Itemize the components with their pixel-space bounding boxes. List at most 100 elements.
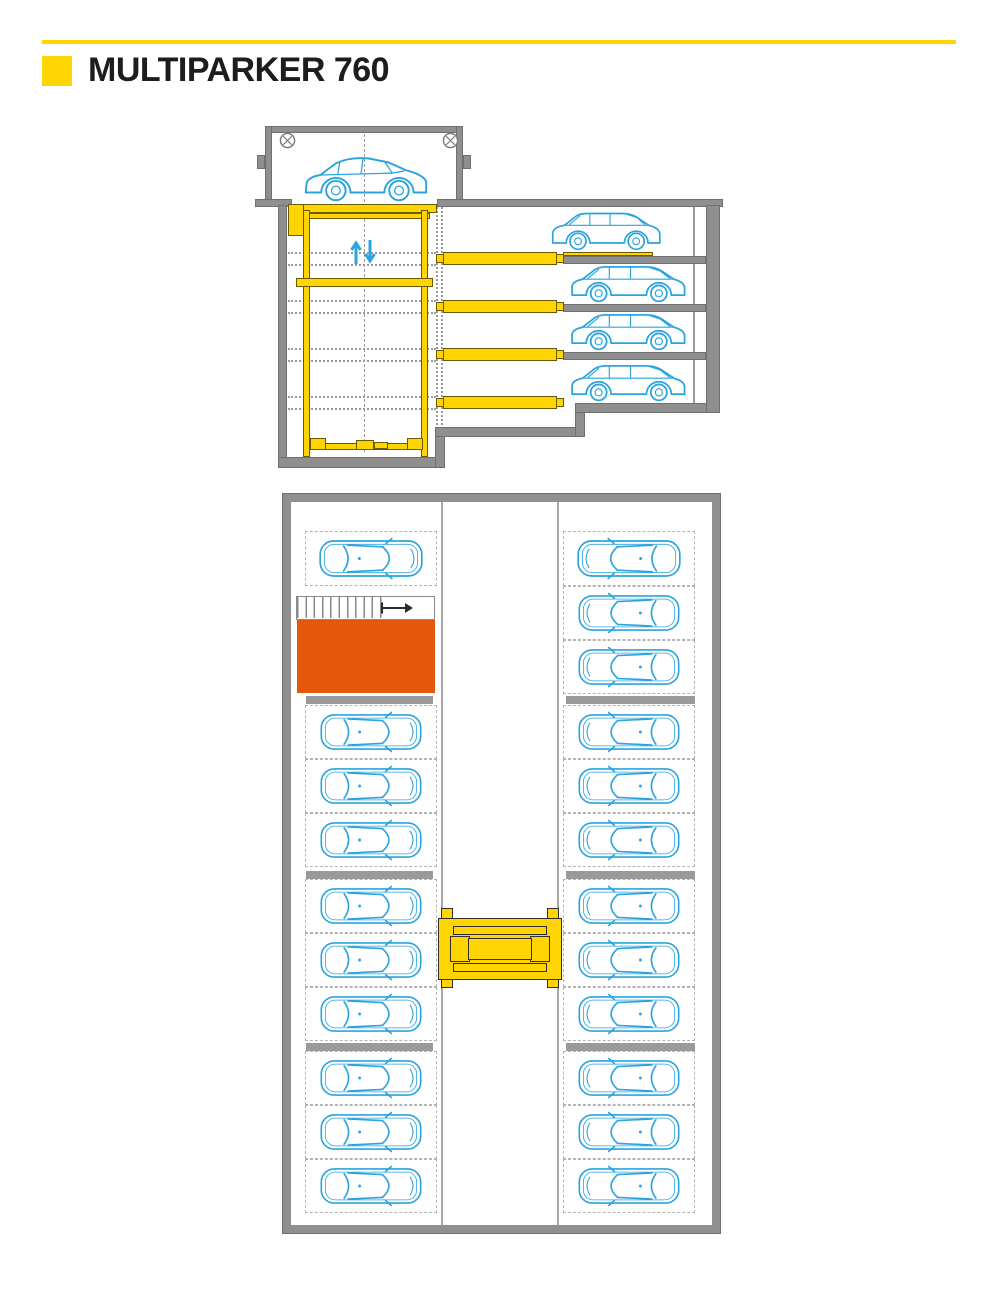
staircase-arrow-icon	[381, 602, 413, 614]
car-top-icon	[309, 536, 433, 581]
pallet-end-cap	[556, 350, 564, 359]
ground-slab	[437, 199, 723, 207]
lift-base-block	[374, 442, 388, 449]
car-side-icon	[565, 258, 689, 304]
transfer-pallet	[443, 396, 557, 409]
cabin-left-wall	[265, 126, 272, 203]
transfer-pallet	[443, 300, 557, 313]
car-top-icon	[567, 1056, 691, 1100]
right-wall	[706, 205, 720, 413]
parking-stall	[563, 987, 695, 1041]
parking-stall	[563, 586, 695, 640]
stall-divider-bar	[306, 1043, 433, 1051]
pallet-end-cap	[556, 302, 564, 311]
car-top-icon	[309, 938, 433, 982]
parking-stall	[563, 813, 695, 867]
cabin-left-tab	[257, 155, 265, 169]
level-guide-line	[288, 252, 436, 254]
cabin-right-tab	[463, 155, 471, 169]
stair-landing	[297, 620, 435, 693]
parking-stall	[305, 531, 437, 586]
stall-divider-bar	[306, 871, 433, 879]
car-top-icon	[567, 710, 691, 754]
level-guide-line	[288, 396, 436, 398]
center-line	[364, 134, 365, 452]
parking-stall	[563, 759, 695, 813]
lift-top-beam	[292, 204, 437, 213]
lift-column	[421, 210, 428, 457]
car-side-icon	[565, 357, 689, 403]
pallet-end-cap	[556, 254, 564, 263]
pit-left-wall	[278, 205, 287, 468]
car-top-icon	[309, 884, 433, 928]
car-top-icon	[309, 1110, 433, 1154]
parking-stall	[305, 933, 437, 987]
pallet-end-cap	[436, 254, 444, 263]
parking-stall	[563, 1051, 695, 1105]
transfer-pallet	[443, 252, 557, 265]
transfer-guide-line	[436, 207, 438, 453]
parking-stall	[305, 759, 437, 813]
parking-stall	[563, 879, 695, 933]
aisle-line	[557, 502, 559, 1225]
parking-stall	[563, 1105, 695, 1159]
shuttle-rail	[453, 926, 547, 935]
shuttle-pad	[450, 936, 470, 962]
outer-wall	[282, 493, 721, 1234]
up-down-arrows-icon	[350, 240, 376, 264]
parking-stall	[305, 705, 437, 759]
car-top-icon	[567, 591, 691, 635]
parking-stall	[305, 987, 437, 1041]
car-side-icon	[297, 145, 433, 205]
parking-stall	[305, 879, 437, 933]
lift-base-block	[407, 438, 423, 450]
transfer-guide-line	[441, 207, 443, 453]
car-top-icon	[567, 1164, 691, 1208]
level-guide-line	[288, 360, 436, 362]
car-top-icon	[567, 818, 691, 862]
lift-column	[303, 210, 310, 457]
car-top-icon	[567, 938, 691, 982]
stall-divider-bar	[566, 871, 695, 879]
car-side-icon	[565, 306, 689, 352]
car-top-icon	[567, 1110, 691, 1154]
stall-divider-bar	[306, 696, 433, 704]
level-guide-line	[288, 300, 436, 302]
level-guide-line	[288, 348, 436, 350]
parking-stall	[563, 1159, 695, 1213]
pit-floor	[278, 457, 445, 468]
lift-crossbeam	[296, 278, 433, 287]
stall-divider-bar	[566, 696, 695, 704]
pallet-end-cap	[436, 302, 444, 311]
pit-mid-floor	[435, 427, 585, 437]
parking-stall	[305, 1105, 437, 1159]
parking-stall	[305, 1159, 437, 1213]
car-top-icon	[567, 764, 691, 808]
title-accent-square	[42, 56, 72, 86]
car-top-icon	[309, 1164, 433, 1208]
shuttle-center-beam	[468, 938, 532, 960]
top-accent-rule	[42, 40, 956, 44]
stall-divider-bar	[566, 1043, 695, 1051]
level-guide-line	[288, 312, 436, 314]
car-top-icon	[567, 645, 691, 689]
aisle-line	[441, 502, 443, 1225]
car-top-icon	[567, 884, 691, 928]
parking-stall	[305, 1051, 437, 1105]
car-top-icon	[567, 992, 691, 1036]
car-top-icon	[309, 818, 433, 862]
parking-stall	[563, 531, 695, 586]
pallet-end-cap	[436, 398, 444, 407]
parking-stall	[305, 813, 437, 867]
ground-slab	[255, 199, 292, 207]
shuttle-rail	[453, 963, 547, 972]
staircase	[296, 596, 435, 620]
parking-stall	[563, 705, 695, 759]
anchor-bolt-icon	[442, 132, 459, 149]
car-top-icon	[309, 764, 433, 808]
car-side-icon	[546, 206, 664, 253]
lift-motor-box	[288, 204, 304, 236]
anchor-bolt-icon	[279, 132, 296, 149]
shuttle-lift-platform	[438, 908, 562, 988]
